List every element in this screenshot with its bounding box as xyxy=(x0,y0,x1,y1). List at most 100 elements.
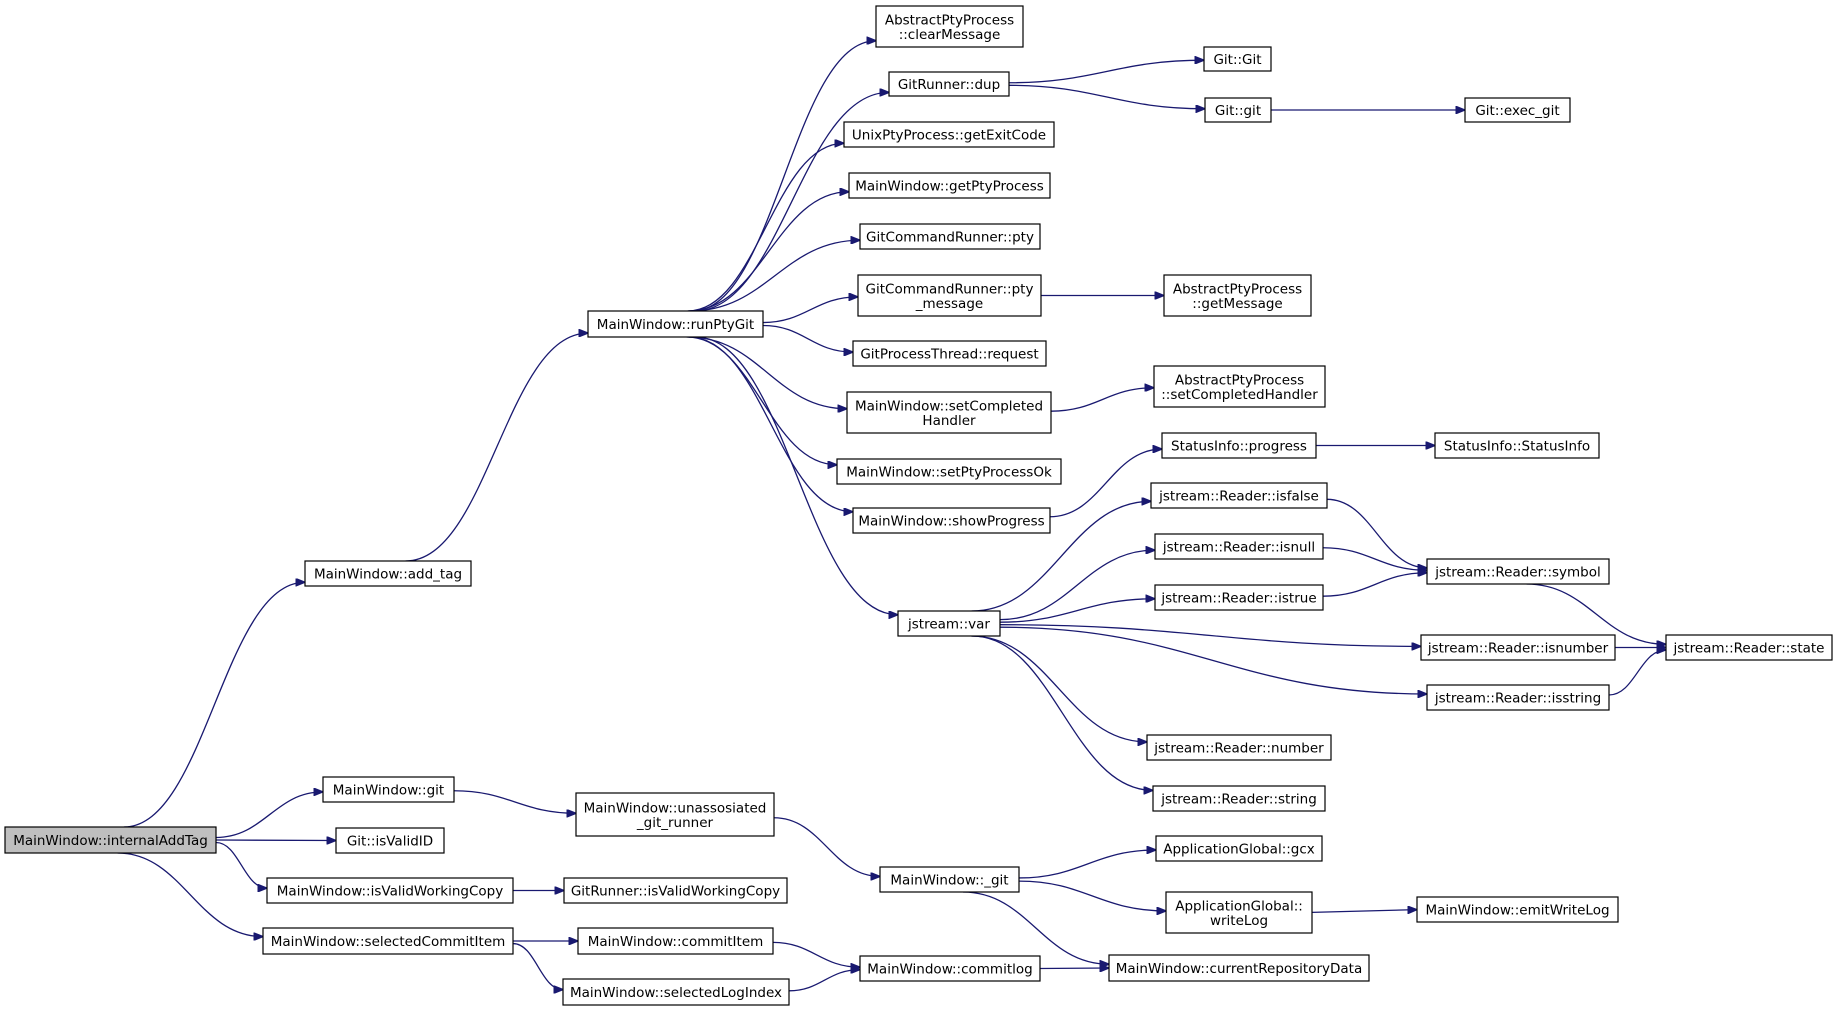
edge-selectedCommitItem-to-selectedLogIndex xyxy=(512,942,563,990)
edge-runPtyGit-to-setPtyProcessOk xyxy=(686,336,837,465)
edge-runPtyGit-to-dup xyxy=(694,92,889,312)
edge-dup-to-git_git xyxy=(1008,84,1205,108)
node-label: Handler xyxy=(922,413,976,429)
node-label: GitRunner::isValidWorkingCopy xyxy=(571,884,780,900)
node-istrue[interactable]: jstream::Reader::istrue xyxy=(1154,584,1324,611)
node-string[interactable]: jstream::Reader::string xyxy=(1152,785,1326,812)
node-state[interactable]: jstream::Reader::state xyxy=(1665,634,1833,661)
edge-runPtyGit-to-getExitCode xyxy=(687,143,844,312)
node-selectedlogindex[interactable]: MainWindow::selectedLogIndex xyxy=(562,978,790,1006)
edge-istrue-to-symbol xyxy=(1322,573,1427,597)
node-setcompletedhandler[interactable]: MainWindow::setCompletedHandler xyxy=(846,391,1052,434)
node-request[interactable]: GitProcessThread::request xyxy=(852,340,1047,367)
edge-dup-to-git_git_ctor xyxy=(1008,60,1204,84)
node-label: MainWindow::unassosiated xyxy=(584,800,767,816)
edge-var-to-isnumber xyxy=(999,624,1421,647)
edge-unassosiated-to-mw__git xyxy=(773,817,880,877)
node-apsetcompletedhandler[interactable]: AbstractPtyProcess::setCompletedHandler xyxy=(1153,365,1326,408)
node-label: GitProcessThread::request xyxy=(860,347,1038,363)
edge-internalAddTag-to-mw_isValidWC xyxy=(215,841,267,889)
node-emitwritelog[interactable]: MainWindow::emitWriteLog xyxy=(1416,896,1619,923)
node-isstring[interactable]: jstream::Reader::isstring xyxy=(1426,684,1610,711)
node-getptyprocess[interactable]: MainWindow::getPtyProcess xyxy=(848,172,1051,199)
node-label: jstream::Reader::state xyxy=(1673,641,1825,657)
node-label: MainWindow::getPtyProcess xyxy=(855,179,1044,195)
node-setptyprocessok[interactable]: MainWindow::setPtyProcessOk xyxy=(836,458,1062,485)
node-label: Git::Git xyxy=(1213,52,1261,68)
node-selectedcommititem[interactable]: MainWindow::selectedCommitItem xyxy=(262,927,514,955)
node-label: Git::exec_git xyxy=(1475,103,1559,119)
node-getexitcode[interactable]: UnixPtyProcess::getExitCode xyxy=(843,121,1055,148)
node-pty[interactable]: GitCommandRunner::pty xyxy=(859,223,1041,250)
node-label: UnixPtyProcess::getExitCode xyxy=(852,128,1046,144)
node-mw-isvalidwc[interactable]: MainWindow::isValidWorkingCopy xyxy=(266,877,514,904)
node-label: GitRunner::dup xyxy=(898,77,1000,93)
edge-writeLog-to-emitWriteLog xyxy=(1311,910,1417,913)
node-label: AbstractPtyProcess xyxy=(1173,281,1302,297)
node-label: ::clearMessage xyxy=(899,27,1001,43)
node-isvalidid[interactable]: Git::isValidID xyxy=(335,827,445,854)
node-commititem[interactable]: MainWindow::commitItem xyxy=(577,927,774,955)
node-label: _message xyxy=(915,296,983,312)
node-mw--git[interactable]: MainWindow::_git xyxy=(879,866,1020,893)
node-isnumber[interactable]: jstream::Reader::isnumber xyxy=(1420,634,1616,661)
node-label: ::setCompletedHandler xyxy=(1161,387,1318,403)
edge-runPtyGit-to-request xyxy=(762,324,853,352)
node-symbol[interactable]: jstream::Reader::symbol xyxy=(1426,558,1610,585)
node-showprogress[interactable]: MainWindow::showProgress xyxy=(852,507,1051,534)
node-label: MainWindow::selectedCommitItem xyxy=(271,934,506,950)
node-add-tag[interactable]: MainWindow::add_tag xyxy=(304,560,472,587)
node-label: MainWindow::commitlog xyxy=(867,962,1032,978)
node-label: MainWindow::commitItem xyxy=(588,934,764,950)
node-label: MainWindow::isValidWorkingCopy xyxy=(277,884,503,900)
node-label: jstream::Reader::isnull xyxy=(1162,540,1315,556)
node-currentrepositorydata[interactable]: MainWindow::currentRepositoryData xyxy=(1108,954,1370,982)
edge-var-to-istrue xyxy=(999,599,1155,623)
node-mw-git[interactable]: MainWindow::git xyxy=(322,776,455,803)
edge-internalAddTag-to-add_tag xyxy=(123,582,305,828)
edge-runPtyGit-to-pty xyxy=(690,240,860,312)
node-unassosiated[interactable]: MainWindow::unassosiated_git_runner xyxy=(575,792,775,837)
node-label: StatusInfo::progress xyxy=(1171,439,1307,455)
node-git-git-ctor[interactable]: Git::Git xyxy=(1203,46,1272,72)
node-exec-git[interactable]: Git::exec_git xyxy=(1464,97,1571,123)
node-dup[interactable]: GitRunner::dup xyxy=(888,71,1010,97)
node-number[interactable]: jstream::Reader::number xyxy=(1146,734,1332,761)
node-label: MainWindow::setPtyProcessOk xyxy=(846,465,1052,481)
node-getmessage[interactable]: AbstractPtyProcess::getMessage xyxy=(1163,274,1312,317)
node-isfalse[interactable]: jstream::Reader::isfalse xyxy=(1150,482,1328,509)
node-label: MainWindow::setCompleted xyxy=(855,398,1043,414)
node-label: jstream::Reader::isnumber xyxy=(1427,641,1609,657)
node-label: MainWindow::runPtyGit xyxy=(597,317,754,333)
edge-var-to-isnull xyxy=(999,550,1155,621)
node-gr-isvalidwc[interactable]: GitRunner::isValidWorkingCopy xyxy=(563,877,788,904)
node-var[interactable]: jstream::var xyxy=(897,610,1001,637)
node-gcx[interactable]: ApplicationGlobal::gcx xyxy=(1155,835,1323,862)
node-clearmessage[interactable]: AbstractPtyProcess::clearMessage xyxy=(875,5,1024,48)
node-progress[interactable]: StatusInfo::progress xyxy=(1161,432,1317,459)
edge-commitItem-to-commitlog xyxy=(772,941,860,967)
node-label: writeLog xyxy=(1210,913,1268,929)
node-label: MainWindow::add_tag xyxy=(314,567,462,583)
node-isnull[interactable]: jstream::Reader::isnull xyxy=(1154,533,1324,560)
edge-isfalse-to-symbol xyxy=(1326,498,1427,568)
edge-var-to-number xyxy=(971,635,1147,742)
node-commitlog[interactable]: MainWindow::commitlog xyxy=(859,955,1041,982)
node-label: MainWindow::emitWriteLog xyxy=(1425,903,1609,919)
node-label: jstream::var xyxy=(907,617,990,633)
node-statusinfo[interactable]: StatusInfo::StatusInfo xyxy=(1434,432,1600,459)
node-runptygit[interactable]: MainWindow::runPtyGit xyxy=(587,310,764,338)
edge-add_tag-to-runPtyGit xyxy=(405,333,588,562)
node-writelog[interactable]: ApplicationGlobal::writeLog xyxy=(1165,891,1313,934)
node-pty-message[interactable]: GitCommandRunner::pty_message xyxy=(857,274,1042,317)
edge-internalAddTag-to-selectedCommitItem xyxy=(117,852,263,937)
edge-var-to-isstring xyxy=(999,626,1427,694)
edge-isnull-to-symbol xyxy=(1322,547,1427,571)
node-internaladdtag[interactable]: MainWindow::internalAddTag xyxy=(4,826,217,854)
edge-showProgress-to-progress xyxy=(1049,449,1162,518)
edge-runPtyGit-to-clearMessage xyxy=(692,41,876,312)
node-git-git[interactable]: Git::git xyxy=(1204,97,1272,123)
edge-runPtyGit-to-pty_message xyxy=(762,297,858,324)
edge-var-to-isfalse xyxy=(971,501,1151,612)
edge-mw__git-to-gcx xyxy=(1018,850,1156,879)
